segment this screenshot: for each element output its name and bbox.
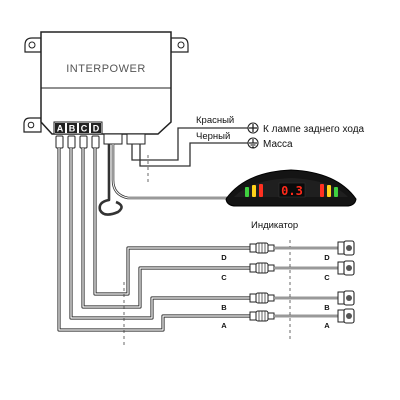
- sensor-left-label: B: [221, 303, 227, 312]
- red-wire-label: Красный: [196, 115, 234, 126]
- led-bar-right: [320, 184, 338, 197]
- port-label: A: [57, 124, 64, 134]
- port-block: [53, 121, 103, 135]
- port-label: D: [93, 124, 100, 134]
- port-B: B: [67, 123, 77, 134]
- port-label: B: [69, 124, 76, 134]
- mounting-hole: [177, 41, 185, 49]
- parking-sensor: [337, 308, 355, 324]
- sensor-plug: [249, 242, 275, 254]
- control-unit: INTERPOWER A B C D: [23, 31, 189, 145]
- indicator-connector: [103, 133, 123, 145]
- sensor-plug: [249, 292, 275, 304]
- indicator-label: Индикатор: [251, 220, 298, 231]
- brand-label: INTERPOWER: [66, 63, 146, 75]
- indicator-display: 0.3: [225, 169, 357, 207]
- mounting-hole: [28, 41, 36, 49]
- plus-terminal-icon: [247, 122, 259, 134]
- sensor-right-label: C: [324, 273, 330, 282]
- port-C: C: [79, 123, 89, 134]
- sensor-left-label: D: [221, 253, 227, 262]
- led-bar-left: [245, 184, 263, 197]
- ground-terminal-icon: [247, 137, 259, 149]
- port-D: D: [91, 123, 101, 134]
- sensor-right-label: B: [324, 303, 330, 312]
- sensor-plug: [249, 262, 275, 274]
- cable-D: [93, 148, 250, 296]
- sensor-plug: [249, 310, 275, 322]
- parking-sensor: [337, 290, 355, 306]
- indicator-cable: [98, 144, 228, 216]
- sensor-right-label: A: [324, 321, 330, 330]
- black-wire-label: Черный: [196, 131, 230, 142]
- sensor-right-label: D: [324, 253, 330, 262]
- sensor-left-label: C: [221, 273, 227, 282]
- ground-label: Масса: [263, 139, 293, 150]
- port-A: A: [55, 123, 65, 134]
- control-unit-body: [40, 31, 172, 135]
- port-label: C: [81, 124, 88, 134]
- power-connector: [126, 133, 146, 145]
- mounting-hole: [27, 121, 35, 129]
- port-plugs: [55, 135, 100, 149]
- reverse-lamp-label: К лампе заднего хода: [263, 124, 365, 135]
- parking-sensor: [337, 260, 355, 276]
- dashed-guides: [123, 155, 291, 345]
- sensor-left-label: A: [221, 321, 227, 330]
- distance-readout: 0.3: [281, 184, 303, 198]
- parking-sensor: [337, 240, 355, 256]
- digit-window: [278, 182, 306, 198]
- power-wires: [131, 127, 248, 167]
